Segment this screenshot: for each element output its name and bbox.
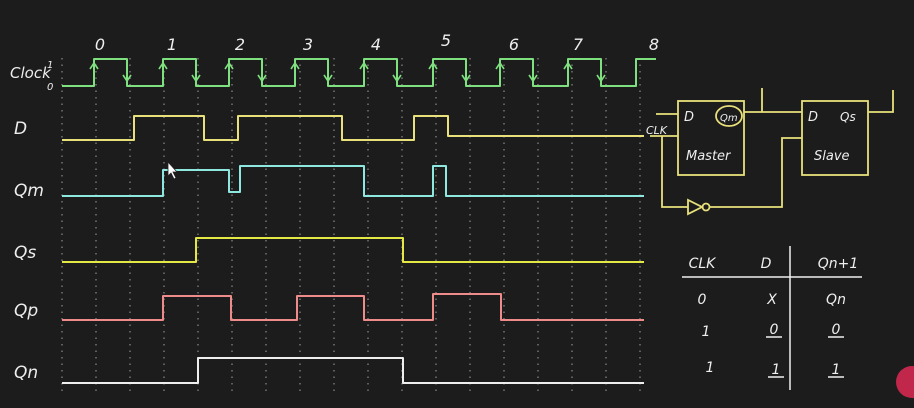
truth-table-cell: 0 <box>698 292 707 308</box>
cycle-number-0: 0 <box>95 35 105 54</box>
falling-edge-arrow-icon <box>191 64 201 83</box>
truth-table-cell: 0 <box>832 322 841 338</box>
truth-table-header-clk: CLK <box>689 256 718 272</box>
dotted-grid <box>61 58 641 392</box>
truth-table-cell: 1 <box>832 362 841 378</box>
cycle-number-2: 2 <box>235 35 245 54</box>
rising-edge-arrow-icon <box>89 61 99 78</box>
rising-edge-arrow-icon <box>563 61 573 78</box>
cycle-number-3: 3 <box>303 35 313 54</box>
master-label: Master <box>686 149 732 164</box>
master-slave-circuit <box>650 88 894 216</box>
falling-edge-arrow-icon <box>257 64 267 83</box>
cycle-number-5: 5 <box>441 31 451 50</box>
truth-table-cell: 1 <box>706 360 715 376</box>
clock-high-label: 1 <box>47 60 53 71</box>
qn-waveform <box>62 357 644 384</box>
clk-branch-wire <box>661 136 688 208</box>
falling-edge-arrow-icon <box>323 64 333 83</box>
cycle-number-8: 8 <box>649 35 659 54</box>
master-q-circle <box>715 105 743 127</box>
cycle-number-4: 4 <box>371 35 381 54</box>
truth-table: CLK D Qn+1 0 X Qn 1 0 0 1 1 1 <box>682 246 862 390</box>
qm-label: Qm <box>14 181 44 201</box>
falling-edge-arrow-icon <box>461 64 471 83</box>
d-waveform <box>62 115 644 141</box>
clock-label: Clock <box>10 64 52 82</box>
cycle-number-7: 7 <box>573 35 584 54</box>
clk-label: CLK <box>646 124 668 137</box>
rising-edge-arrow-icon <box>224 61 234 78</box>
cycle-number-1: 1 <box>167 35 177 54</box>
qs-label: Qs <box>14 243 36 263</box>
rising-edge-arrow-icon <box>428 61 438 78</box>
master-flipflop-box <box>677 100 745 176</box>
qm-waveform <box>62 165 644 197</box>
master-q-label: Qm <box>720 113 738 124</box>
falling-edge-arrow-icon <box>392 64 402 83</box>
falling-edge-arrow-icon <box>528 64 538 83</box>
rising-edge-arrow-icon <box>290 61 300 78</box>
clock-low-label: 0 <box>47 82 53 93</box>
qs-waveform <box>62 237 644 263</box>
rising-edge-arrow-icon <box>495 61 505 78</box>
master-d-label: D <box>684 110 694 125</box>
slave-label: Slave <box>814 149 850 164</box>
d-label: D <box>14 119 27 139</box>
truth-table-header-qn1: Qn+1 <box>818 256 859 272</box>
slave-q-label: Qs <box>840 110 856 124</box>
truth-table-cell: 1 <box>772 362 781 378</box>
mouse-cursor-icon <box>167 160 178 180</box>
truth-table-header-d: D <box>761 256 772 272</box>
corner-badge <box>896 366 914 398</box>
clock-waveform <box>62 58 656 87</box>
truth-table-cell: 0 <box>770 322 779 338</box>
rising-edge-arrow-icon <box>158 61 168 78</box>
qp-label: Qp <box>14 301 38 321</box>
truth-table-cell: X <box>766 292 777 308</box>
qn-label: Qn <box>14 363 38 383</box>
falling-edge-arrow-icon <box>596 64 606 83</box>
truth-table-cell: Qn <box>826 292 846 308</box>
falling-edge-arrow-icon <box>122 64 132 83</box>
cycle-number-6: 6 <box>509 35 519 54</box>
slave-output-wire <box>868 90 894 113</box>
rising-edge-arrow-icon <box>359 61 369 78</box>
slave-d-label: D <box>808 110 818 125</box>
not-gate-bubble <box>701 202 711 212</box>
truth-table-cell: 1 <box>702 324 711 340</box>
qp-waveform <box>62 293 644 321</box>
inverted-clk-wire <box>710 137 802 208</box>
not-gate-icon <box>687 198 705 216</box>
